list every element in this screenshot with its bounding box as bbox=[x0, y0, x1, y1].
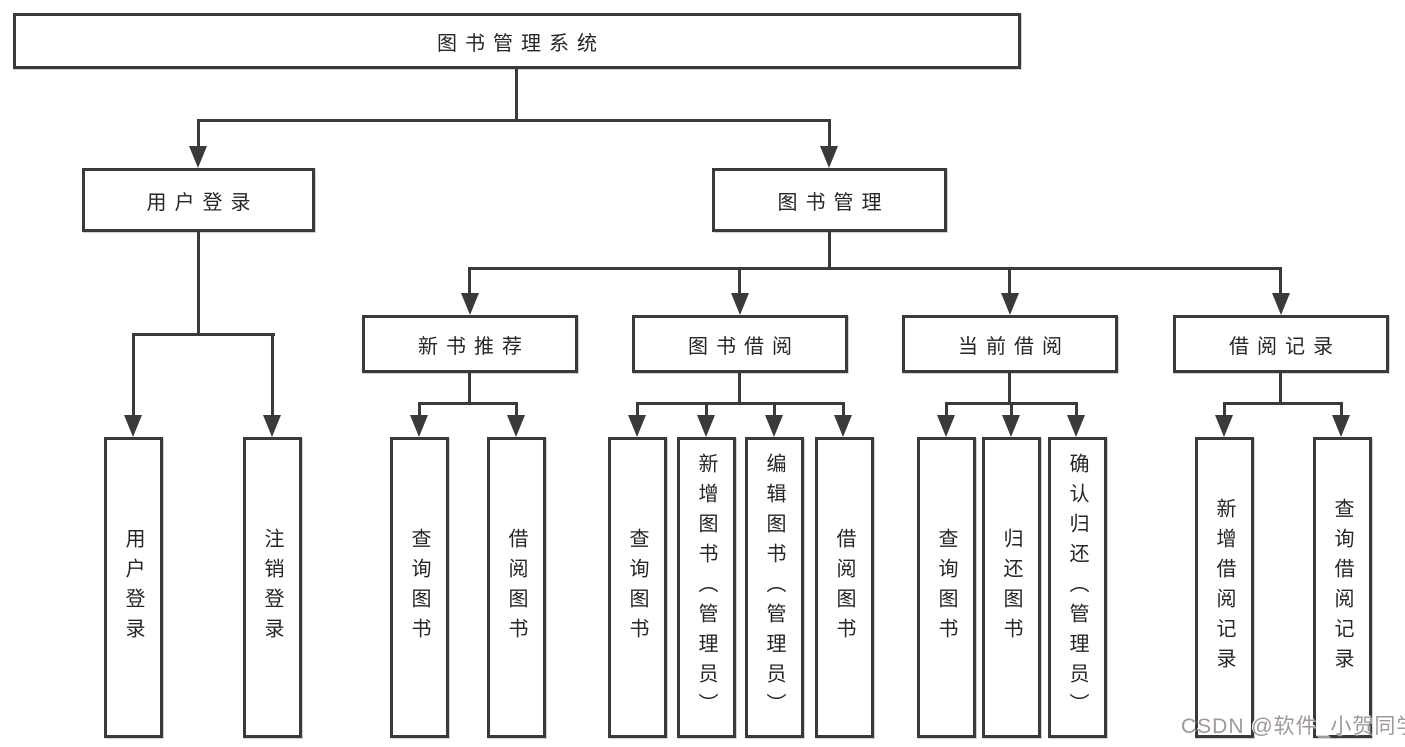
connector-line bbox=[1223, 402, 1343, 405]
connector-line bbox=[418, 402, 421, 416]
leaf-return-books: 归还图书 bbox=[982, 437, 1041, 738]
arrowhead bbox=[628, 415, 646, 437]
leaf-query-books: 查询图书 bbox=[608, 437, 667, 738]
arrowhead bbox=[731, 293, 749, 315]
arrowhead bbox=[820, 146, 838, 168]
leaf-query-books-current: 查询图书 bbox=[917, 437, 976, 738]
node-book-management: 图书管理 bbox=[712, 168, 947, 232]
arrowhead bbox=[834, 415, 852, 437]
connector-line bbox=[197, 119, 831, 122]
connector-line bbox=[828, 119, 831, 148]
connector-line bbox=[738, 267, 741, 294]
node-current-borrowing: 当前借阅 bbox=[902, 315, 1118, 373]
node-library-system: 图书管理系统 bbox=[13, 13, 1021, 69]
arrowhead bbox=[1002, 415, 1020, 437]
leaf-add-borrow-record: 新增借阅记录 bbox=[1195, 437, 1254, 738]
leaf-query-borrow-record: 查询借阅记录 bbox=[1313, 437, 1372, 738]
leaf-confirm-return-admin: 确认归还（管理员） bbox=[1048, 437, 1107, 738]
arrowhead bbox=[189, 146, 207, 168]
arrowhead bbox=[1067, 415, 1085, 437]
leaf-borrow-books-recommend: 借阅图书 bbox=[487, 437, 546, 738]
connector-line bbox=[197, 232, 200, 335]
connector-line bbox=[945, 402, 948, 416]
arrowhead bbox=[937, 415, 955, 437]
connector-line bbox=[515, 69, 518, 122]
connector-line bbox=[1008, 373, 1011, 404]
leaf-add-books-admin: 新增图书（管理员） bbox=[677, 437, 736, 738]
connector-line bbox=[132, 333, 275, 336]
connector-line bbox=[1010, 402, 1013, 416]
connector-line bbox=[1279, 267, 1282, 294]
leaf-logout: 注销登录 bbox=[243, 437, 302, 738]
leaf-edit-books-admin: 编辑图书（管理员） bbox=[745, 437, 804, 738]
connector-line bbox=[773, 402, 776, 416]
node-new-book-recommend: 新书推荐 bbox=[362, 315, 578, 373]
arrowhead bbox=[507, 415, 525, 437]
connector-line bbox=[1340, 402, 1343, 416]
arrowhead bbox=[1332, 415, 1350, 437]
arrowhead bbox=[1215, 415, 1233, 437]
leaf-borrow-books: 借阅图书 bbox=[815, 437, 874, 738]
connector-line bbox=[1223, 402, 1226, 416]
node-book-borrowing: 图书借阅 bbox=[632, 315, 848, 373]
connector-line bbox=[197, 119, 200, 148]
connector-line bbox=[1008, 267, 1011, 294]
connector-line bbox=[738, 373, 741, 404]
leaf-query-books-recommend: 查询图书 bbox=[390, 437, 449, 738]
connector-line bbox=[828, 232, 831, 269]
connector-line bbox=[468, 267, 1282, 270]
connector-line bbox=[468, 373, 471, 404]
connector-line bbox=[636, 402, 845, 405]
arrowhead bbox=[1001, 293, 1019, 315]
connector-line bbox=[636, 402, 639, 416]
arrowhead bbox=[765, 415, 783, 437]
connector-line bbox=[132, 333, 135, 416]
connector-line bbox=[468, 267, 471, 294]
arrowhead bbox=[410, 415, 428, 437]
connector-line bbox=[515, 402, 518, 416]
arrowhead bbox=[263, 415, 281, 437]
connector-line bbox=[705, 402, 708, 416]
connector-line bbox=[1279, 373, 1282, 404]
csdn-watermark: CSDN @软件_小贺同学 bbox=[1181, 715, 1405, 738]
connector-line bbox=[418, 402, 518, 405]
connector-line bbox=[271, 333, 274, 416]
node-user-login: 用户登录 bbox=[82, 168, 315, 232]
arrowhead bbox=[461, 293, 479, 315]
arrowhead bbox=[697, 415, 715, 437]
connector-line bbox=[842, 402, 845, 416]
connector-line bbox=[1075, 402, 1078, 416]
arrowhead bbox=[1272, 293, 1290, 315]
arrowhead bbox=[124, 415, 142, 437]
leaf-user-login: 用户登录 bbox=[104, 437, 163, 738]
node-borrow-records: 借阅记录 bbox=[1173, 315, 1389, 373]
